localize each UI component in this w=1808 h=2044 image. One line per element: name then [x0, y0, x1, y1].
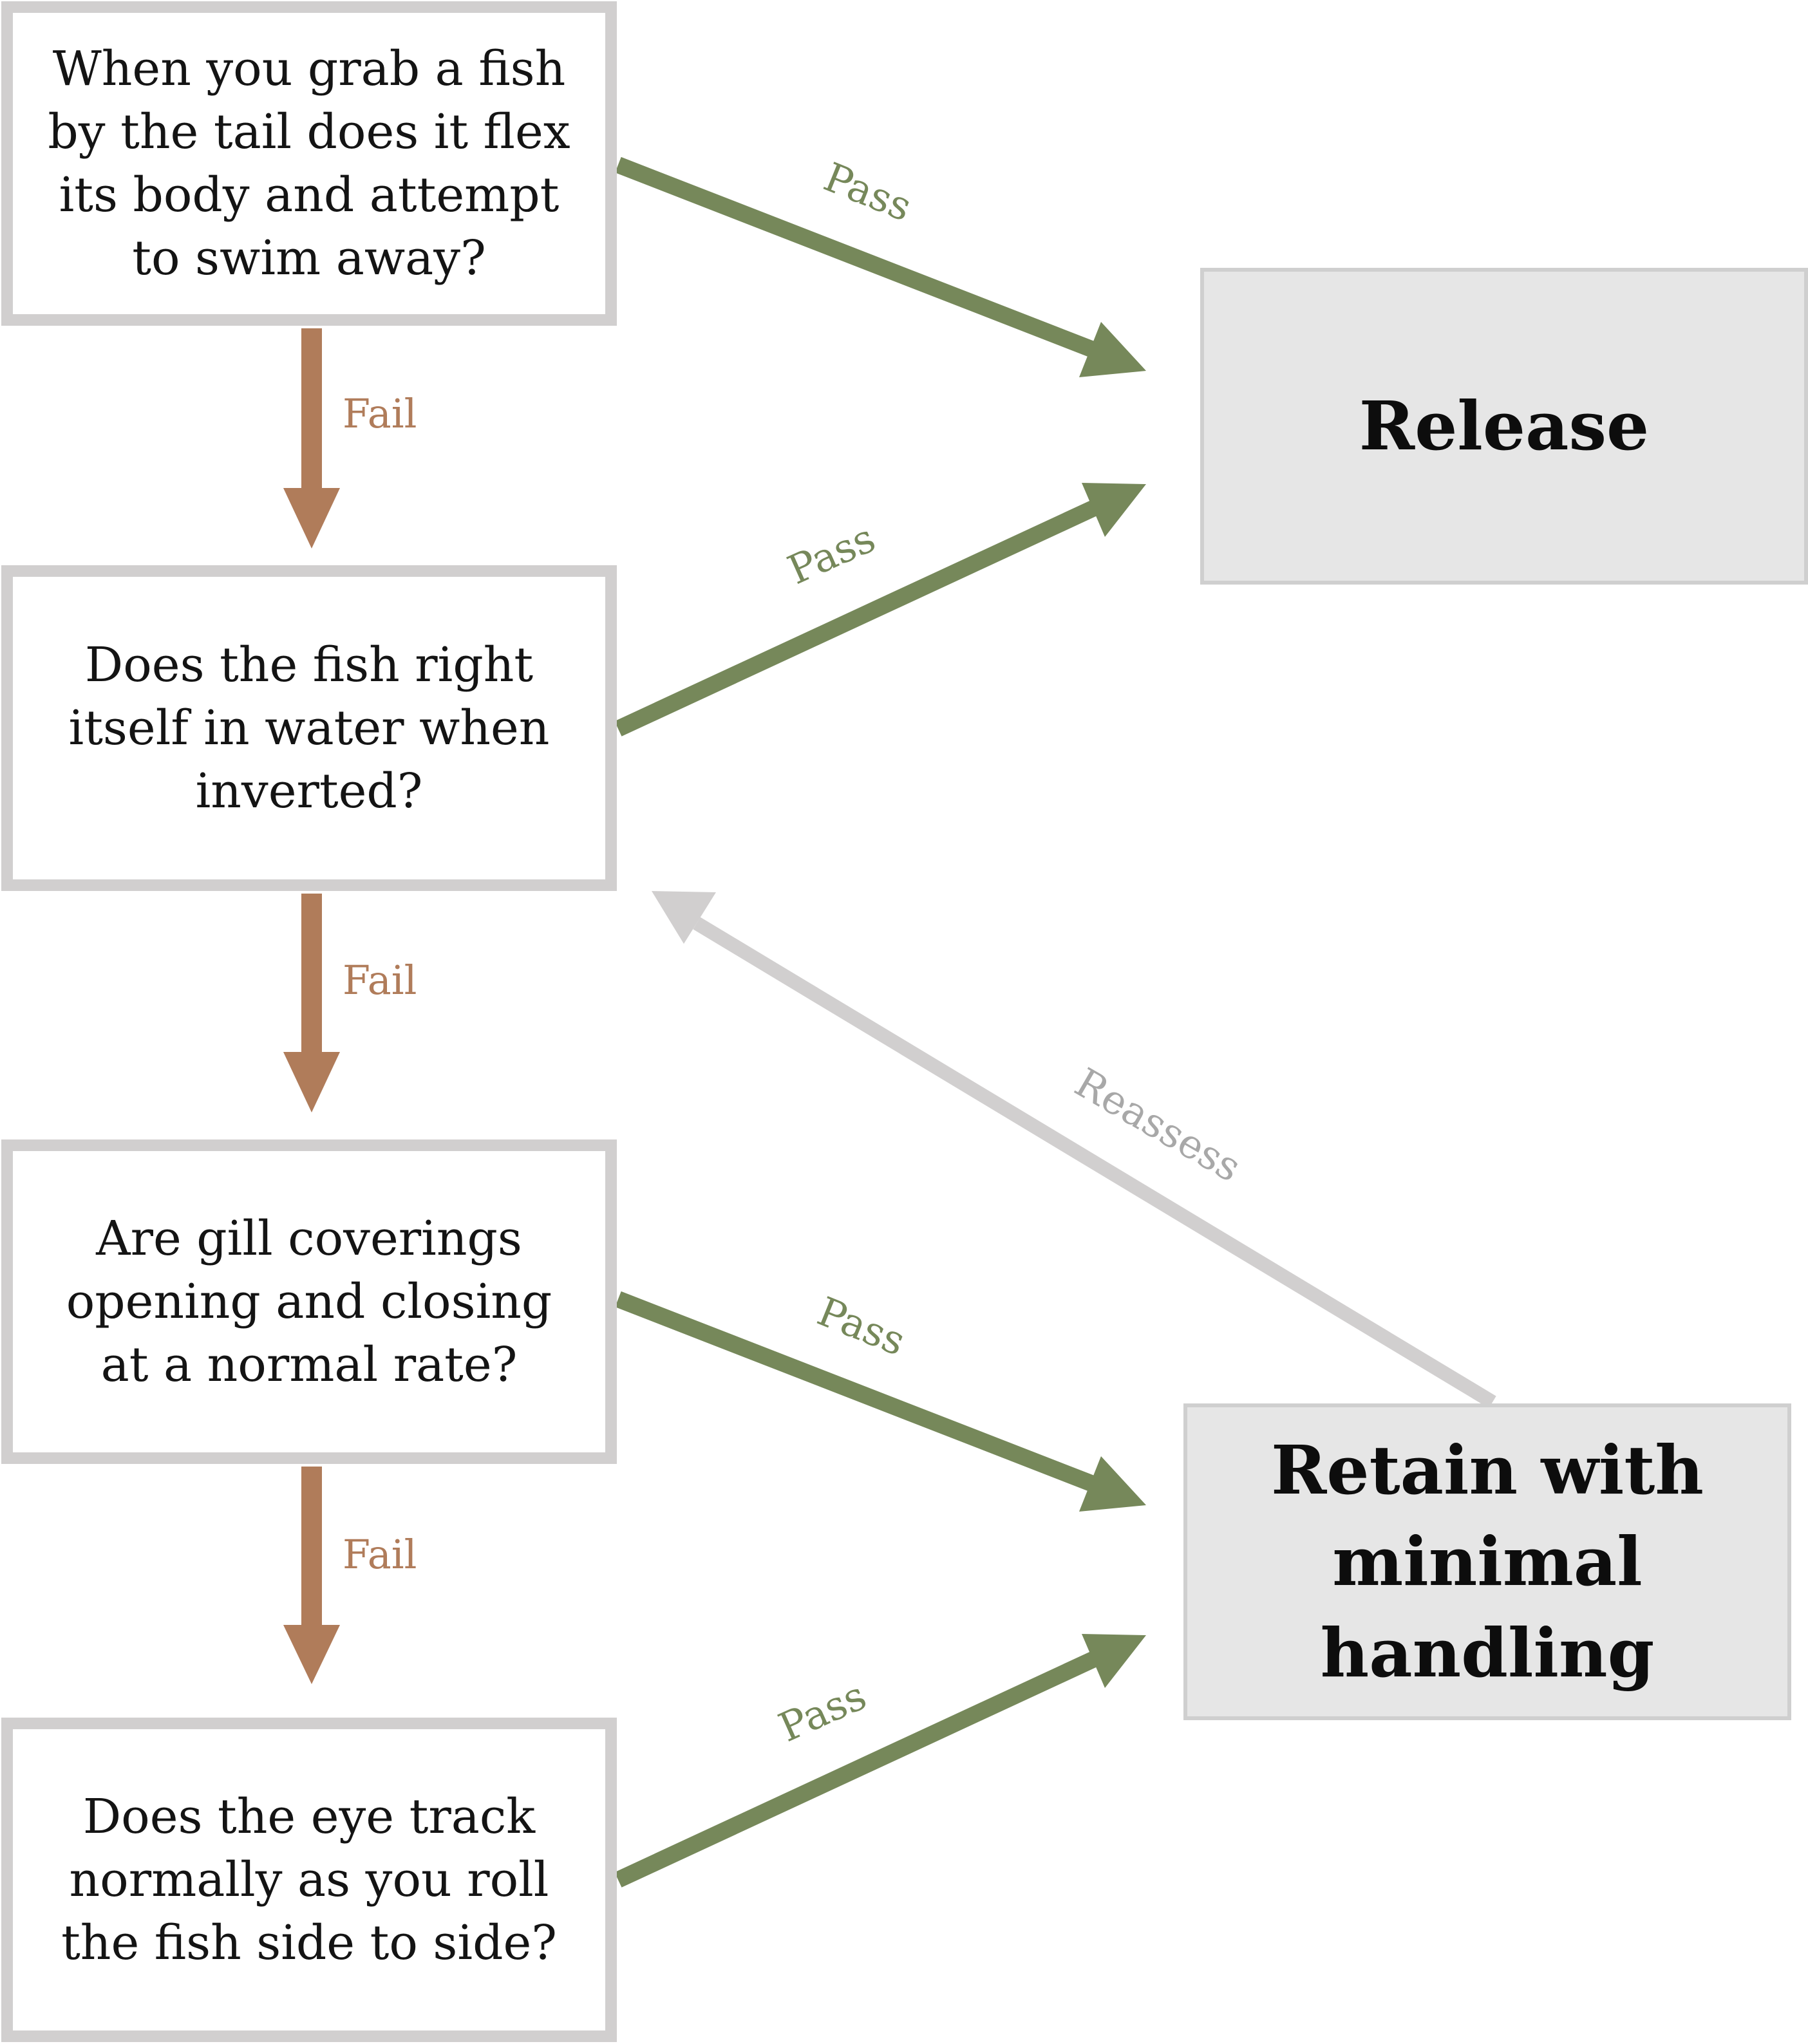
pass-arrow-q3	[615, 1291, 1146, 1512]
outcome-label: Retain with minimal handling	[1270, 1430, 1704, 1692]
pass-label-q3: Pass	[811, 1288, 912, 1365]
pass-label-q1: Pass	[818, 153, 919, 230]
pass-arrow-q2	[614, 483, 1146, 736]
fail-arrow-q2	[283, 894, 340, 1112]
question-box-tail-flex: When you grab a fish by the tail does it…	[1, 1, 617, 326]
question-box-eye-tracking: Does the eye track normally as you roll …	[1, 1718, 617, 2042]
reassess-label: Reassess	[1067, 1059, 1249, 1191]
fail-arrow-q3	[283, 1467, 340, 1684]
reassess-arrow	[652, 891, 1496, 1409]
question-box-gill-rate: Are gill coverings opening and closing a…	[1, 1139, 617, 1464]
fail-label-q1: Fail	[343, 390, 417, 437]
fail-arrow-q1	[283, 328, 340, 549]
question-text: When you grab a fish by the tail does it…	[48, 41, 570, 286]
outcome-box-release: Release	[1200, 268, 1808, 585]
pass-label-q4: Pass	[772, 1672, 873, 1751]
outcome-box-retain: Retain with minimal handling	[1183, 1403, 1791, 1720]
question-text: Does the eye track normally as you roll …	[61, 1789, 557, 1971]
question-text: Does the fish right itself in water when…	[68, 637, 550, 819]
fail-label-q3: Fail	[343, 1531, 417, 1578]
pass-arrow-q1	[615, 156, 1146, 377]
question-box-righting: Does the fish right itself in water when…	[1, 565, 617, 891]
outcome-label: Release	[1359, 386, 1650, 465]
fail-label-q2: Fail	[343, 957, 417, 1004]
pass-arrow-q4	[614, 1634, 1146, 1888]
question-text: Are gill coverings opening and closing a…	[66, 1211, 552, 1392]
pass-label-q2: Pass	[781, 514, 882, 594]
